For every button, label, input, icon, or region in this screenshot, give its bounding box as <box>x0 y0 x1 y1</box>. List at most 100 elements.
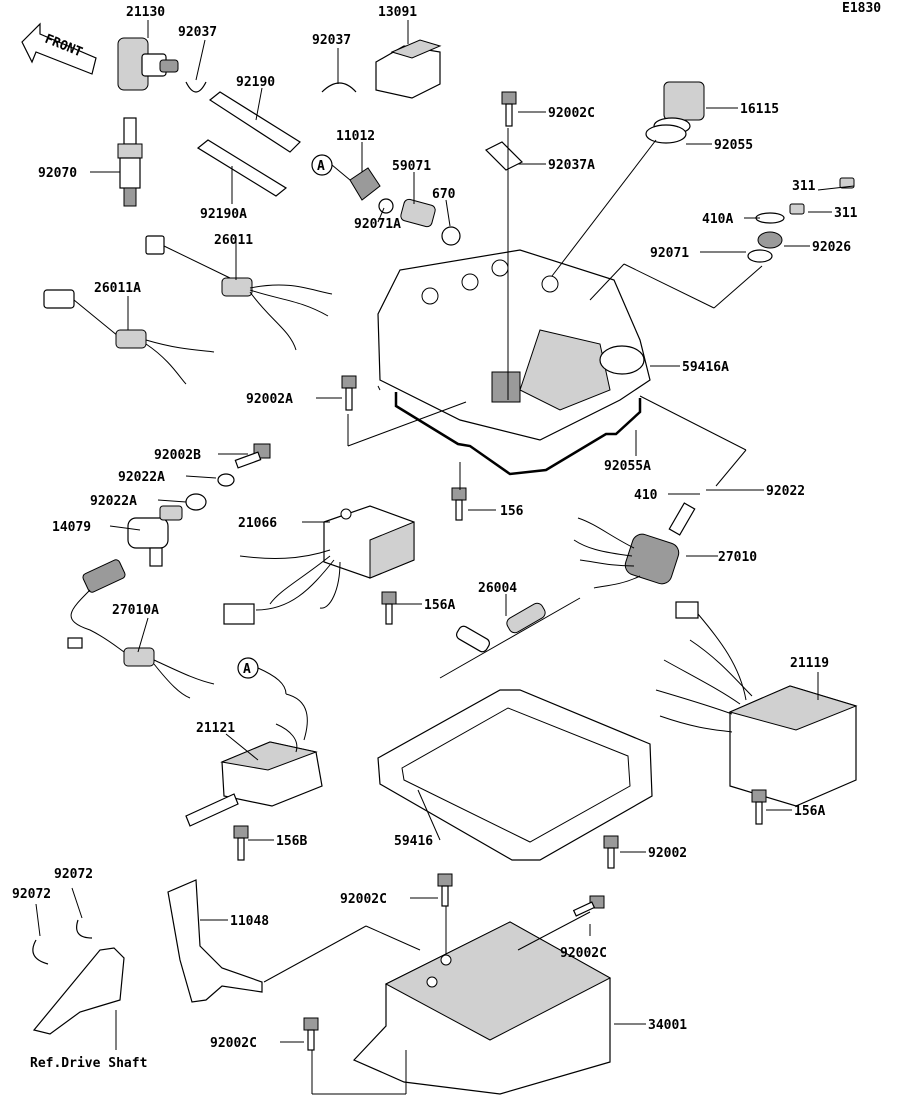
part-label: 92037 <box>312 33 351 48</box>
part-21121-shape: A <box>185 657 323 827</box>
part-26004-shape <box>439 597 581 679</box>
part-156-shape <box>451 487 467 521</box>
part-label: 21130 <box>126 5 165 20</box>
part-label: 92037A <box>548 158 595 173</box>
part-label: 92002C <box>560 946 607 961</box>
part-label: 26011 <box>214 233 253 248</box>
reference-note: Ref.Drive Shaft <box>30 1056 147 1071</box>
part-34001-shape <box>352 921 612 1095</box>
part-21119-shape <box>655 601 858 807</box>
part-59416a-case-shape <box>377 249 651 441</box>
part-156a-right-shape <box>751 789 767 825</box>
part-label: 92002C <box>340 892 387 907</box>
part-92072-left-shape <box>32 939 49 965</box>
part-label: 92022A <box>118 470 165 485</box>
part-label: 26004 <box>478 581 517 596</box>
part-156a-left-shape <box>381 591 397 625</box>
part-92002b-shape <box>234 443 271 469</box>
part-92055a-gasket-shape <box>394 392 642 476</box>
part-label: 92190 <box>236 75 275 90</box>
part-label: 59416A <box>682 360 729 375</box>
part-59071-shape <box>400 198 436 228</box>
part-156b-shape <box>233 825 249 861</box>
part-11048-shape <box>167 879 263 1003</box>
part-label: 11012 <box>336 129 375 144</box>
part-label: 59071 <box>392 159 431 174</box>
part-92055-shape <box>645 124 687 144</box>
part-label: 92002A <box>246 392 293 407</box>
part-label: 92026 <box>812 240 851 255</box>
svg-text:A: A <box>243 662 251 677</box>
part-92002c-b-shape <box>437 873 453 907</box>
part-311-b-shape <box>789 203 805 215</box>
front-arrow-icon: FRONT <box>21 22 97 75</box>
part-label: 14079 <box>52 520 91 535</box>
part-label: 92002C <box>548 106 595 121</box>
part-92072-right-shape <box>76 919 93 939</box>
part-label: 27010 <box>718 550 757 565</box>
part-label: 311 <box>792 179 816 194</box>
part-311-a-shape <box>839 177 855 189</box>
part-label: 92072 <box>54 867 93 882</box>
part-label: 410 <box>634 488 658 503</box>
part-92190-shape <box>196 91 301 197</box>
part-label: 92022A <box>90 494 137 509</box>
part-label: 59416 <box>394 834 433 849</box>
part-label: 11048 <box>230 914 269 929</box>
part-label: 21119 <box>790 656 829 671</box>
part-label: 13091 <box>378 5 417 20</box>
part-label: 92022 <box>766 484 805 499</box>
diagram-code: E1830 <box>842 1 881 16</box>
part-92002a-shape <box>341 375 357 411</box>
part-27010-shape <box>573 502 696 589</box>
part-92002c-c-shape <box>572 895 605 917</box>
part-label: 156B <box>276 834 307 849</box>
part-label: 156A <box>794 804 825 819</box>
part-label: 670 <box>432 187 456 202</box>
part-92037a-shape <box>484 141 524 171</box>
part-label: 27010A <box>112 603 159 618</box>
part-label: 92037 <box>178 25 217 40</box>
part-92002-shape <box>603 835 619 869</box>
part-92070-shape <box>117 117 143 207</box>
part-21130-shape <box>117 37 179 91</box>
part-92037-shape <box>185 81 207 93</box>
svg-text:A: A <box>317 159 325 174</box>
part-label: 410A <box>702 212 733 227</box>
part-label: 21121 <box>196 721 235 736</box>
part-26011-shape <box>145 235 333 351</box>
part-92002c-top-shape <box>501 91 517 127</box>
part-label: 92071 <box>650 246 689 261</box>
part-11012-shape <box>349 167 394 214</box>
part-label: 92055 <box>714 138 753 153</box>
part-26011a-shape <box>43 289 215 385</box>
part-92022a-b-shape <box>185 493 207 511</box>
part-label: 92072 <box>12 887 51 902</box>
part-label: 92190A <box>200 207 247 222</box>
part-label: 156 <box>500 504 524 519</box>
part-14079-shape <box>127 505 183 567</box>
part-label: 92002B <box>154 448 201 463</box>
leader-lines <box>35 20 855 1095</box>
part-92037-b-shape <box>321 82 357 93</box>
part-27010a-shape <box>67 559 215 699</box>
part-label: 26011A <box>94 281 141 296</box>
part-label: 92055A <box>604 459 651 474</box>
part-label: 92071A <box>354 217 401 232</box>
callout-a-top: A <box>311 154 333 176</box>
part-label: 311 <box>834 206 858 221</box>
part-410a-shape <box>755 212 785 224</box>
part-label: 156A <box>424 598 455 613</box>
part-number-labels: 21130 92037 13091 92037 92190 92070 1101… <box>12 5 858 1051</box>
part-label: 92070 <box>38 166 77 181</box>
part-13091-shape <box>375 39 442 99</box>
part-92002c-d-shape <box>303 1017 319 1051</box>
part-92071-shape <box>747 249 773 263</box>
part-label: 16115 <box>740 102 779 117</box>
part-label: 92002C <box>210 1036 257 1051</box>
part-label: 34001 <box>648 1018 687 1033</box>
part-92026-shape <box>757 231 783 249</box>
part-label: 92002 <box>648 846 687 861</box>
part-21066-shape <box>223 505 415 625</box>
